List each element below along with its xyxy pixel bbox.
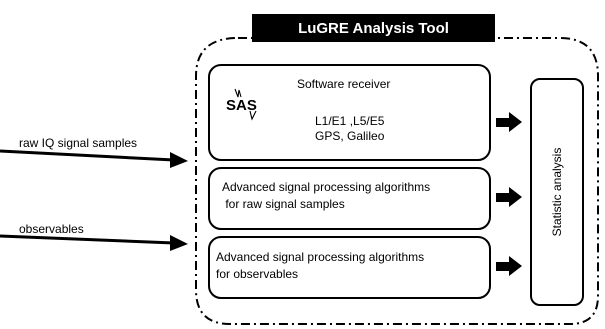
sas-logo: SAS: [226, 88, 257, 121]
raw-processing-line1: Advanced signal processing algorithms: [222, 180, 431, 194]
raw-processing-output-arrow: [496, 187, 522, 207]
software-receiver-title: Software receiver: [297, 77, 391, 91]
receiver-systems-text: GPS, Galileo: [315, 129, 385, 143]
receiver-bands-text: L1/E1 ,L5/E5: [315, 114, 385, 128]
statistic-analysis-box: Statistic analysis: [530, 78, 584, 306]
analysis-tool-boundary: [195, 37, 599, 325]
raw-iq-input-arrow: [0, 149, 188, 168]
software-receiver-box: Software receiver L1/E1 ,L5/E5 GPS, Gali…: [208, 64, 491, 161]
diagram-title: LuGRE Analysis Tool: [252, 14, 495, 42]
obs-processing-line2: for observables: [216, 267, 299, 281]
svg-text:SAS: SAS: [226, 97, 257, 114]
raw-signal-processing-box: Advanced signal processing algorithms fo…: [208, 167, 491, 230]
raw-processing-line2: for raw signal samples: [222, 197, 345, 211]
observables-input-arrow: [0, 234, 188, 251]
observables-processing-box: Advanced signal processing algorithms fo…: [208, 236, 491, 299]
statistic-analysis-label: Statistic analysis: [550, 147, 564, 237]
obs-processing-output-arrow: [496, 256, 522, 276]
raw-iq-input-label: raw IQ signal samples: [19, 136, 138, 150]
receiver-output-arrow: [496, 112, 522, 132]
obs-processing-line1: Advanced signal processing algorithms: [216, 250, 425, 264]
observables-input-label: observables: [19, 222, 84, 236]
